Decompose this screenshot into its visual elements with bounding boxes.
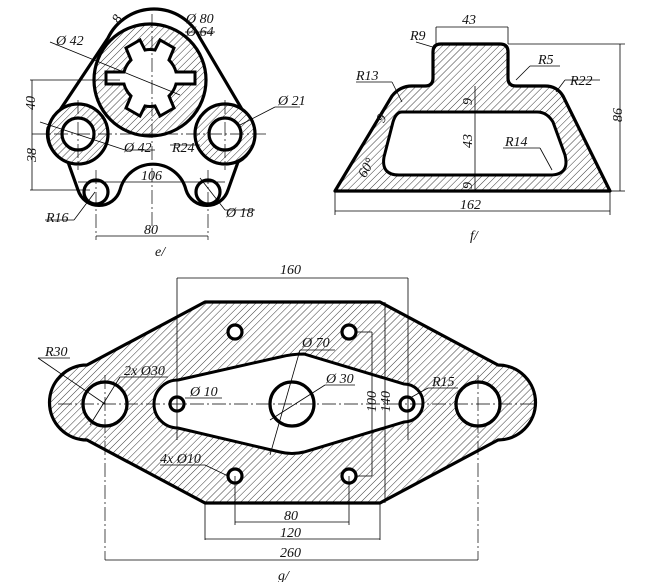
e-dim-38: 38 xyxy=(25,148,40,163)
g-dim-4x-d10: 4x Ø10 xyxy=(160,452,201,467)
e-spline-hole xyxy=(104,37,197,119)
f-dim-162: 162 xyxy=(460,198,481,213)
e-dim-d80: Ø 80 xyxy=(185,12,214,27)
e-dim-80: 80 xyxy=(144,223,158,238)
g-dim-260: 260 xyxy=(280,546,301,561)
g-dim-160: 160 xyxy=(280,263,301,278)
g-dim-140: 140 xyxy=(379,391,394,412)
g-dim-120: 120 xyxy=(280,526,301,541)
f-dim-43-mid: 43 xyxy=(461,134,476,148)
g-dim-d10: Ø 10 xyxy=(189,385,218,400)
e-dim-106: 106 xyxy=(141,169,162,184)
e-dim-8: 8 xyxy=(110,13,126,27)
f-caption: f/ xyxy=(470,229,479,244)
f-dim-9-bot: 9 xyxy=(461,182,476,189)
e-dim-r16: R16 xyxy=(45,211,69,226)
f-dim-r13: R13 xyxy=(355,69,379,84)
g-dim-r30: R30 xyxy=(44,345,68,360)
f-dim-r9: R9 xyxy=(409,29,426,44)
e-dim-d64: Ø 64 xyxy=(185,25,214,40)
g-dim-d30: Ø 30 xyxy=(325,372,354,387)
e-caption: e/ xyxy=(155,245,166,260)
e-dim-40: 40 xyxy=(24,96,39,110)
drawing-f: 43 R9 R5 R13 R22 9 43 9 9 R14 60° 86 162… xyxy=(333,13,626,244)
g-mount-hole-tr xyxy=(340,323,358,341)
f-dim-r22: R22 xyxy=(569,74,593,89)
f-dim-r5: R5 xyxy=(537,53,554,68)
f-dim-43-top: 43 xyxy=(462,13,476,28)
g-caption: g/ xyxy=(278,569,290,582)
e-dim-d21: Ø 21 xyxy=(277,94,306,109)
g-dim-2x-d30: 2x Ø30 xyxy=(124,364,165,379)
drawing-e: Ø 80 Ø 64 Ø 42 8 Ø 21 40 38 Ø 42 R24 106… xyxy=(24,7,306,260)
drawing-g: 160 R30 2x Ø30 Ø 70 Ø 10 Ø 30 R15 100 14… xyxy=(37,263,538,582)
e-dim-d42-spline: Ø 42 xyxy=(55,34,84,49)
g-dim-d70: Ø 70 xyxy=(301,336,330,351)
e-dim-d18: Ø 18 xyxy=(225,206,254,221)
e-dim-d42: Ø 42 xyxy=(123,141,152,156)
e-dim-r24: R24 xyxy=(171,141,195,156)
f-dim-86: 86 xyxy=(611,108,626,122)
f-dim-9-top: 9 xyxy=(461,98,476,105)
g-dim-100: 100 xyxy=(365,391,380,412)
g-dim-r15: R15 xyxy=(431,375,455,390)
f-dim-r14: R14 xyxy=(504,135,528,150)
g-dim-80: 80 xyxy=(284,509,298,524)
g-mount-hole-tl xyxy=(226,323,244,341)
